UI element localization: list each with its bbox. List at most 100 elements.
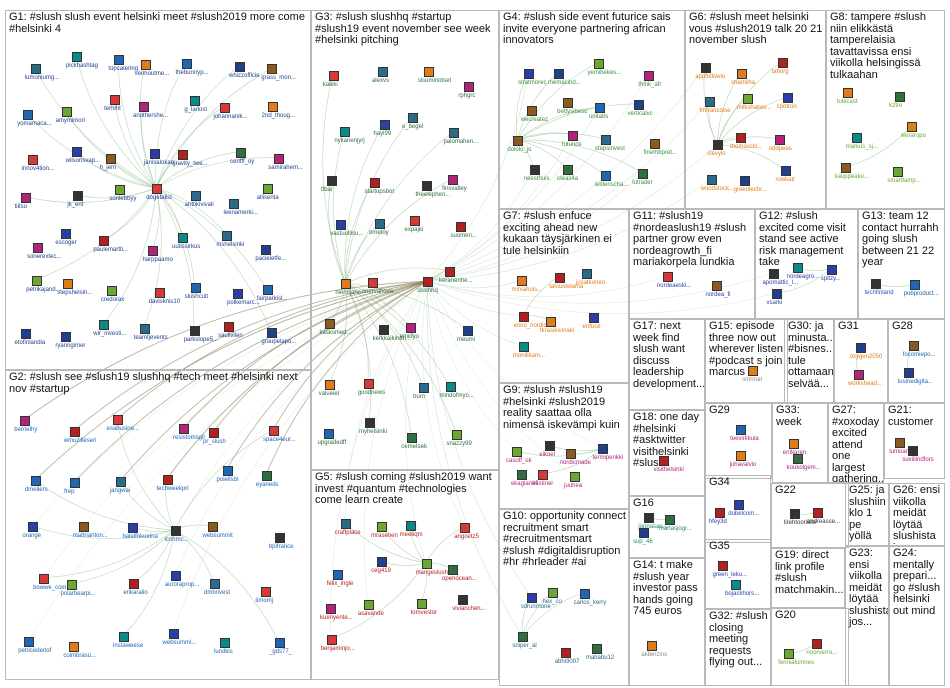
user-node-label: _gds77_: [269, 649, 293, 656]
avatar-icon: [377, 557, 388, 568]
group-title: G16: [633, 497, 654, 509]
avatar-icon: [826, 264, 837, 275]
user-node-label: tahorg: [771, 68, 789, 75]
user-node-label: termipenkki: [592, 455, 624, 462]
avatar-icon: [711, 280, 722, 291]
avatar-icon: [855, 343, 866, 354]
avatar-icon: [190, 190, 201, 201]
user-node-label: grass_mon...: [261, 75, 296, 82]
user-node-label: orange: [22, 533, 42, 539]
edge: [77, 187, 157, 199]
avatar-icon: [377, 522, 388, 533]
user-node-label: juhavalvio: [729, 461, 757, 468]
avatar-icon: [893, 167, 904, 178]
edge: [122, 529, 175, 637]
avatar-icon: [139, 323, 150, 334]
avatar-icon: [324, 380, 335, 391]
avatar-icon: [268, 426, 279, 437]
edge: [517, 139, 605, 176]
avatar-icon: [326, 176, 337, 187]
avatar-icon: [105, 153, 116, 164]
edge: [426, 280, 524, 316]
user-node-label: tusinedigita...: [897, 379, 933, 386]
user-node-label: davisknis10: [148, 298, 181, 305]
user-node-label: alexvs: [371, 77, 389, 84]
user-node-label: stepsinvest: [594, 146, 625, 153]
avatar-icon: [370, 177, 381, 188]
user-node-label: wmuzilleseri: [63, 437, 97, 444]
user-node-label: e_begel: [401, 123, 424, 130]
user-node-label: goodnews: [357, 389, 386, 396]
edge: [345, 222, 380, 284]
avatar-icon: [739, 176, 750, 187]
avatar-icon: [363, 378, 374, 389]
edge: [517, 72, 559, 141]
edge: [156, 187, 227, 235]
user-node-label: eyaneds: [255, 481, 279, 488]
avatar-icon: [340, 127, 351, 138]
avatar-icon: [452, 429, 463, 440]
avatar-icon: [236, 147, 247, 158]
avatar-icon: [139, 101, 150, 112]
avatar-icon: [548, 588, 559, 599]
user-node-label: tkrasikivinaki: [540, 327, 575, 334]
group-box-g27: G27: #xoxoday excited attend one largest…: [828, 403, 884, 483]
user-node-label: ttbar: [320, 187, 333, 194]
avatar-icon: [377, 66, 388, 77]
user-node-label: harppaamo: [142, 256, 173, 263]
user-node-label: 2nd_thoug...: [261, 112, 296, 119]
edge: [344, 281, 428, 523]
user-node-label: dogetalist: [146, 194, 172, 201]
user-node-label: fennialumnes: [778, 660, 814, 667]
edge: [344, 522, 426, 564]
edge: [156, 157, 279, 189]
avatar-icon: [363, 599, 374, 610]
avatar-icon: [513, 136, 524, 147]
group-box-g11: G11: #slush19 #nordeaslush19 #slush part…: [629, 209, 755, 319]
avatar-icon: [69, 426, 80, 437]
user-node-label: anothershe...: [133, 112, 169, 119]
user-node-label: entkaren: [783, 450, 806, 456]
user-node-label: cemetsek: [401, 443, 427, 450]
edge: [345, 283, 412, 437]
user-node-label: shamiiha: [731, 80, 756, 87]
avatar-icon: [563, 98, 574, 109]
edge: [155, 187, 195, 330]
edge: [103, 187, 157, 241]
avatar-icon: [579, 588, 590, 599]
avatar-icon: [181, 59, 192, 70]
avatar-icon: [23, 110, 34, 121]
user-node-label: hex_co: [542, 599, 562, 606]
avatar-icon: [598, 444, 609, 455]
avatar-icon: [274, 154, 285, 165]
user-node-label: vivianchen...: [452, 606, 486, 613]
avatar-icon: [229, 199, 240, 210]
group-title: G29: [709, 404, 730, 416]
group-title: G23: ensi viikolla meidät löytää slushis…: [849, 547, 889, 628]
avatar-icon: [705, 96, 716, 107]
user-node-label: monilikam...: [512, 352, 545, 359]
avatar-icon: [128, 522, 139, 533]
user-node-label: sonerextec...: [27, 254, 62, 261]
group-box-g26: G26: ensi viikolla meidät löytää slushis…: [889, 483, 945, 546]
edge: [65, 110, 157, 189]
user-node-label: sup_46: [632, 539, 653, 545]
group-title: G13: team 12 contact hurrahh going slush…: [862, 210, 939, 268]
user-node-label: ceg419: [371, 568, 391, 575]
avatar-icon: [659, 456, 670, 467]
user-node-label: dubelcom...: [728, 510, 760, 517]
group-box-g30: G30: ja minusta... #bisnes... tule ottam…: [784, 319, 834, 403]
avatar-icon: [340, 518, 351, 529]
edge: [542, 448, 603, 474]
user-node-label: markus_sj...: [845, 143, 878, 150]
user-node-label: fairparkisl...: [256, 296, 288, 303]
user-node-label: topcatering: [108, 65, 139, 72]
avatar-icon: [66, 579, 77, 590]
avatar-icon: [209, 427, 220, 438]
user-node-label: oddpeas: [768, 146, 792, 153]
edge: [141, 105, 157, 189]
user-node-label: mababu12: [585, 655, 615, 662]
user-node-label: juuhea: [564, 483, 583, 490]
avatar-icon: [565, 448, 576, 459]
